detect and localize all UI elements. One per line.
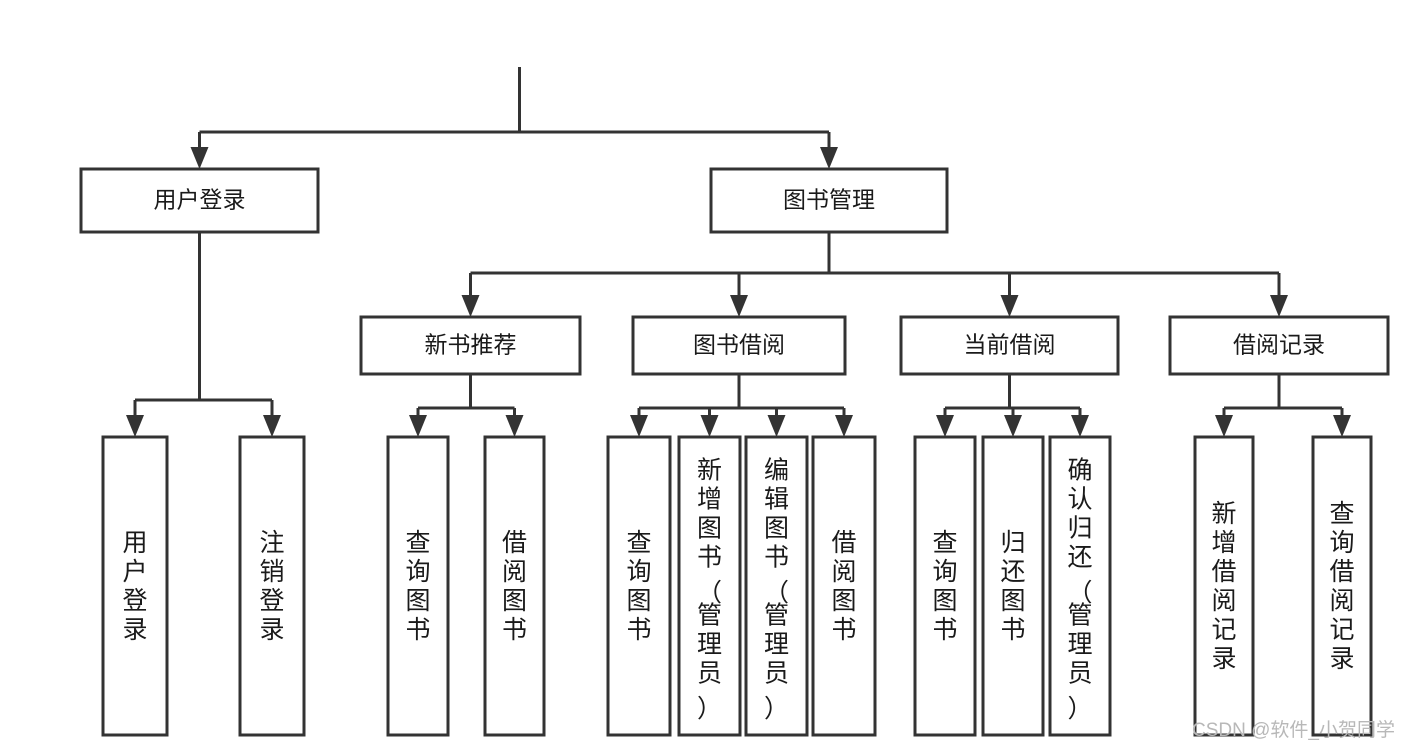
arrow-head-icon-l3-3 (1270, 295, 1288, 317)
node-box-leaf-borrow-book-1[interactable] (483, 435, 546, 737)
node-label-user-login: 用户登录 (154, 187, 246, 213)
node-label-leaf-query-book-1: 查询图书 (405, 529, 430, 644)
node-current-borrow[interactable]: 当前借阅 (899, 315, 1120, 376)
node-label-leaf-query-book-3: 查询图书 (932, 529, 957, 644)
node-box-leaf-query-book-1[interactable] (386, 435, 450, 737)
arrow-head-icon-root-0 (190, 147, 209, 169)
node-leaf-query-record[interactable]: 查询借阅记录 (1311, 435, 1373, 737)
node-box-leaf-query-book-2[interactable] (606, 435, 672, 737)
node-leaf-confirm-return[interactable]: 确认归还（管理员） (1048, 435, 1112, 737)
connector-lines (126, 67, 1351, 437)
node-box-leaf-query-book-3[interactable] (913, 435, 977, 737)
arrow-head-icon-borrow-record-1 (1333, 415, 1351, 437)
node-box-leaf-return-book[interactable] (981, 435, 1045, 737)
node-new-book-recommend[interactable]: 新书推荐 (359, 315, 582, 376)
arrow-head-icon-book-borrow-0 (630, 415, 648, 437)
node-leaf-borrow-book-1[interactable]: 借阅图书 (483, 435, 546, 737)
node-label-book-borrow: 图书借阅 (693, 332, 785, 358)
node-book-manage[interactable]: 图书管理 (709, 167, 949, 234)
node-label-new-book-recommend: 新书推荐 (425, 332, 517, 358)
arrow-head-icon-borrow-record-0 (1215, 415, 1233, 437)
arrow-head-icon-book-borrow-1 (700, 415, 719, 437)
node-box-leaf-user-login[interactable] (101, 435, 169, 737)
node-box-book-borrow[interactable] (631, 315, 847, 376)
node-label-current-borrow: 当前借阅 (964, 332, 1056, 358)
node-borrow-record[interactable]: 借阅记录 (1168, 315, 1390, 376)
node-leaf-query-book-3[interactable]: 查询图书 (913, 435, 977, 737)
node-leaf-query-book-2[interactable]: 查询图书 (606, 435, 672, 737)
arrow-head-icon-user-login-1 (263, 415, 281, 437)
node-box-leaf-borrow-book-2[interactable] (811, 435, 877, 737)
node-box-leaf-edit-book[interactable] (744, 435, 809, 737)
node-label-leaf-add-book: 新增图书（管理员） (697, 457, 722, 724)
arrow-head-icon-l3-1 (730, 295, 748, 317)
node-label-leaf-edit-book: 编辑图书（管理员） (764, 457, 789, 724)
node-box-current-borrow[interactable] (899, 315, 1120, 376)
node-boxes: 用户登录图书管理新书推荐图书借阅当前借阅借阅记录用户登录注销登录查询图书借阅图书… (79, 167, 1390, 737)
node-box-leaf-confirm-return[interactable] (1048, 435, 1112, 737)
node-leaf-user-logout[interactable]: 注销登录 (238, 435, 306, 737)
node-box-borrow-record[interactable] (1168, 315, 1390, 376)
node-label-leaf-user-logout: 注销登录 (259, 529, 284, 644)
arrow-head-icon-book-borrow-2 (767, 415, 786, 437)
arrow-head-icon-current-borrow-1 (1004, 415, 1022, 437)
arrow-head-icon-current-borrow-0 (936, 415, 954, 437)
node-leaf-add-record[interactable]: 新增借阅记录 (1193, 435, 1255, 737)
node-label-book-manage: 图书管理 (783, 187, 875, 213)
node-box-leaf-add-record[interactable] (1193, 435, 1255, 737)
node-book-borrow[interactable]: 图书借阅 (631, 315, 847, 376)
arrow-head-icon-new-book-recommend-0 (409, 415, 427, 437)
node-box-leaf-query-record[interactable] (1311, 435, 1373, 737)
node-box-book-manage[interactable] (709, 167, 949, 234)
node-leaf-edit-book[interactable]: 编辑图书（管理员） (744, 435, 809, 737)
arrow-head-icon-user-login-0 (126, 415, 144, 437)
node-label-leaf-borrow-book-1: 借阅图书 (502, 529, 527, 644)
node-label-borrow-record: 借阅记录 (1233, 332, 1325, 358)
arrow-head-icon-book-borrow-3 (835, 415, 853, 437)
node-leaf-borrow-book-2[interactable]: 借阅图书 (811, 435, 877, 737)
node-box-leaf-user-logout[interactable] (238, 435, 306, 737)
node-label-leaf-return-book: 归还图书 (1000, 529, 1025, 644)
node-leaf-user-login[interactable]: 用户登录 (101, 435, 169, 737)
node-user-login[interactable]: 用户登录 (79, 167, 320, 234)
node-leaf-return-book[interactable]: 归还图书 (981, 435, 1045, 737)
arrow-head-icon-l3-0 (461, 295, 480, 317)
node-leaf-add-book[interactable]: 新增图书（管理员） (677, 435, 742, 737)
node-label-leaf-confirm-return: 确认归还（管理员） (1067, 457, 1092, 724)
arrow-head-icon-current-borrow-2 (1071, 415, 1089, 437)
node-box-user-login[interactable] (79, 167, 320, 234)
node-box-leaf-add-book[interactable] (677, 435, 742, 737)
arrow-head-icon-root-1 (820, 147, 838, 169)
watermark-label: CSDN @软件_小贺同学 (1192, 719, 1395, 741)
node-box-new-book-recommend[interactable] (359, 315, 582, 376)
node-label-leaf-query-record: 查询借阅记录 (1329, 500, 1354, 673)
node-leaf-query-book-1[interactable]: 查询图书 (386, 435, 450, 737)
node-label-leaf-query-book-2: 查询图书 (626, 529, 651, 644)
arrow-head-icon-new-book-recommend-1 (505, 415, 524, 437)
node-label-leaf-add-record: 新增借阅记录 (1211, 500, 1236, 673)
node-label-leaf-borrow-book-2: 借阅图书 (831, 529, 856, 644)
node-label-leaf-user-login: 用户登录 (122, 529, 147, 644)
arrow-head-icon-l3-2 (1000, 295, 1019, 317)
